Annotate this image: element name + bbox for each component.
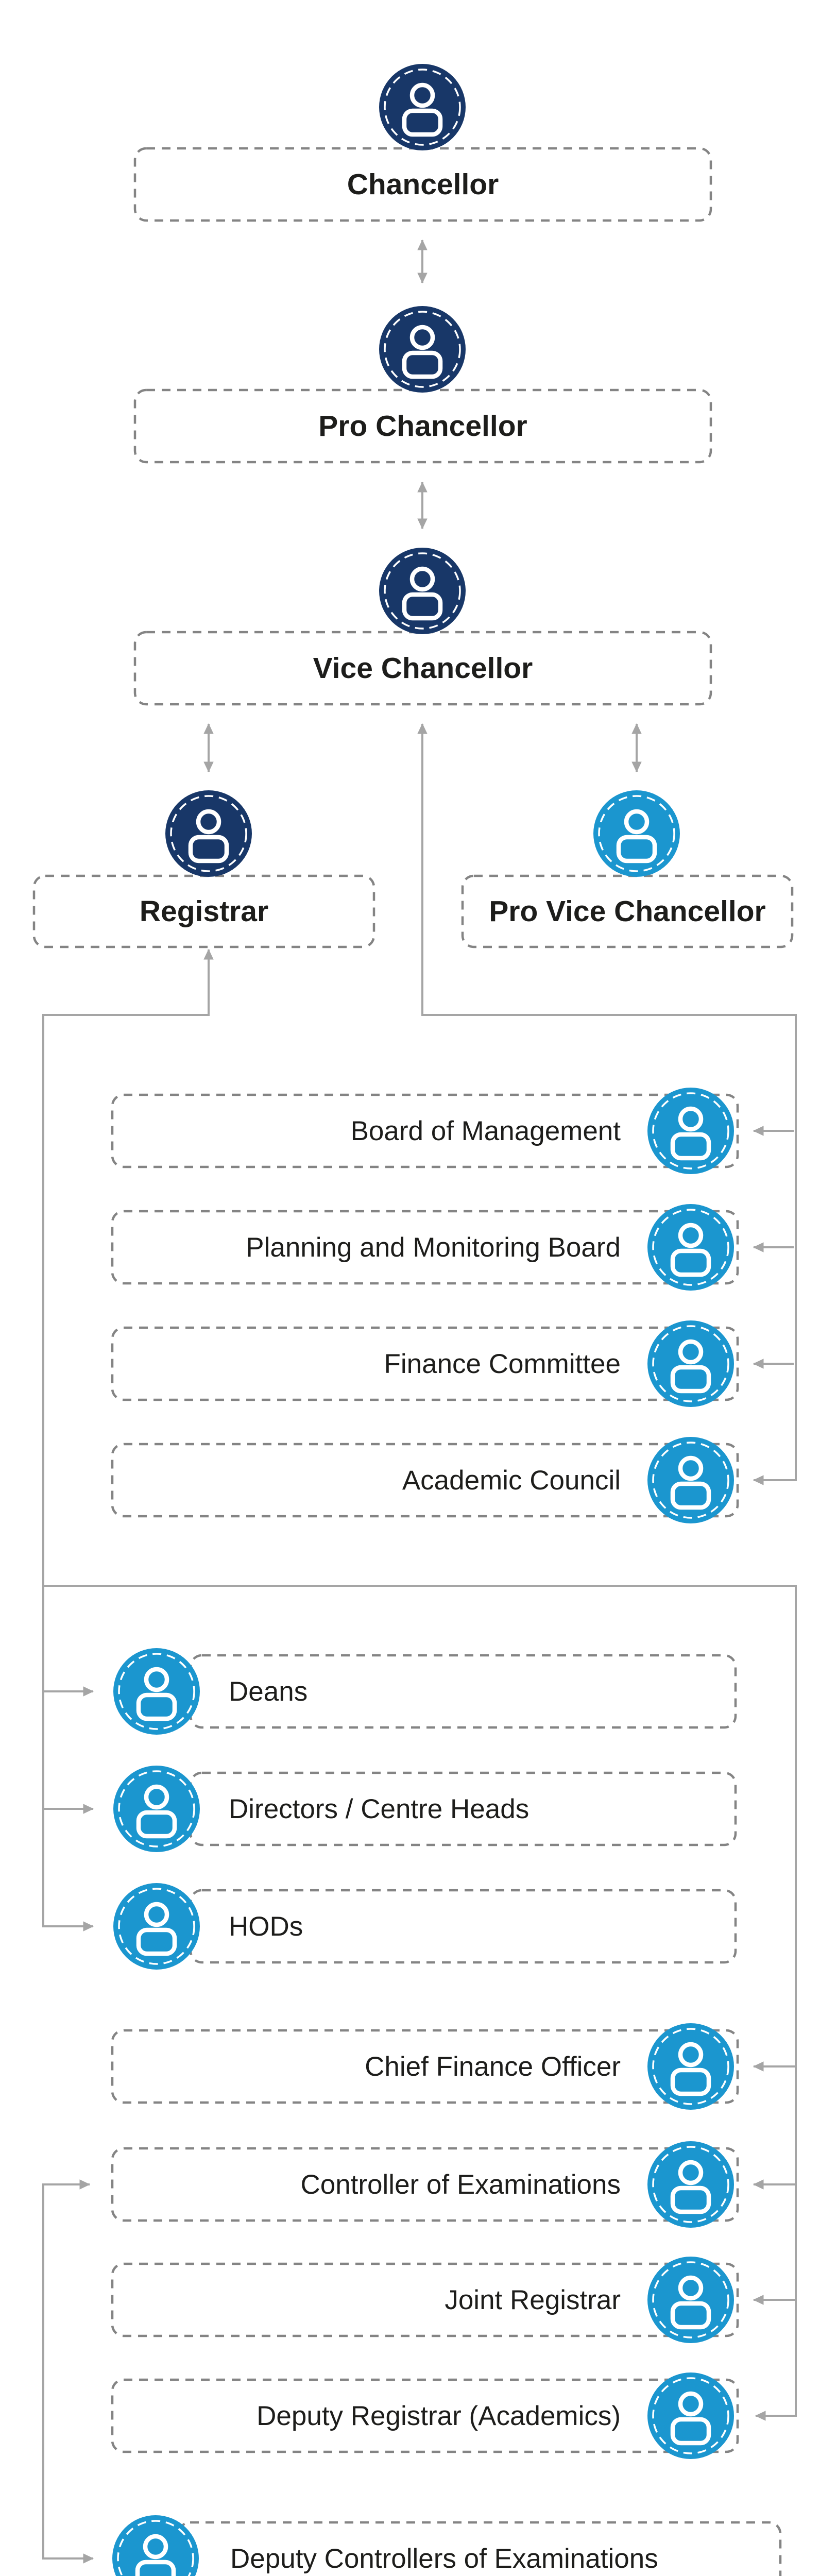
controller-of-examinations-person-icon	[647, 2141, 734, 2228]
academic-council-person-icon	[647, 1437, 734, 1523]
joint-registrar-label: Joint Registrar	[445, 2284, 621, 2315]
pro-chancellor-label: Pro Chancellor	[318, 410, 527, 443]
registrar-label: Registrar	[139, 895, 269, 928]
pro-chancellor-person-icon	[379, 306, 466, 393]
pro-chancellor-box	[133, 388, 712, 464]
finance-committee-person-icon	[647, 1320, 734, 1407]
deputy-registrar-academics-label: Deputy Registrar (Academics)	[257, 2400, 621, 2431]
connector-cross-officers	[43, 1585, 797, 2421]
directors-centre-heads-box	[189, 1771, 737, 1846]
deans-label: Deans	[229, 1676, 308, 1707]
vice-chancellor-person-icon	[379, 548, 466, 634]
hods-box	[189, 1889, 737, 1964]
deans-box	[189, 1654, 737, 1729]
finance-committee-label: Finance Committee	[384, 1348, 621, 1379]
connector-vicechancellor-boards	[417, 723, 797, 1485]
board-of-management-person-icon	[647, 1088, 734, 1174]
directors-centre-heads-label: Directors / Centre Heads	[229, 1793, 529, 1824]
planning-monitoring-board-person-icon	[647, 1204, 734, 1291]
vice-chancellor-box	[133, 631, 712, 706]
chief-finance-officer-person-icon	[647, 2023, 734, 2110]
chancellor-label: Chancellor	[347, 168, 499, 201]
deputy-registrar-academics-person-icon	[647, 2372, 734, 2459]
connector-controller-deputy-controllers	[42, 2179, 94, 2564]
controller-of-examinations-box	[111, 2147, 739, 2222]
chancellor-person-icon	[379, 64, 466, 150]
deans-person-icon	[113, 1648, 200, 1735]
pro-vice-chancellor-person-icon	[593, 790, 680, 877]
deputy-registrar-academics-box	[111, 2378, 739, 2453]
directors-centre-heads-person-icon	[113, 1766, 200, 1852]
connector-registrar-academic-heads	[42, 948, 214, 1931]
chancellor-box	[133, 147, 712, 222]
chief-finance-officer-box	[111, 2029, 739, 2104]
joint-registrar-person-icon	[647, 2257, 734, 2343]
academic-council-label: Academic Council	[402, 1465, 621, 1496]
pro-vice-chancellor-label: Pro Vice Chancellor	[489, 895, 766, 928]
vice-chancellor-label: Vice Chancellor	[313, 652, 533, 685]
controller-of-examinations-label: Controller of Examinations	[300, 2169, 621, 2200]
deputy-controllers-person-icon	[112, 2515, 199, 2576]
hods-label: HODs	[229, 1911, 303, 1942]
hods-person-icon	[113, 1883, 200, 1970]
deputy-controllers-label: Deputy Controllers of Examinations	[230, 2543, 658, 2574]
registrar-person-icon	[165, 790, 252, 877]
joint-registrar-box	[111, 2262, 739, 2337]
chief-finance-officer-label: Chief Finance Officer	[365, 2051, 621, 2082]
board-of-management-label: Board of Management	[350, 1115, 621, 1146]
planning-monitoring-board-label: Planning and Monitoring Board	[246, 1232, 621, 1263]
